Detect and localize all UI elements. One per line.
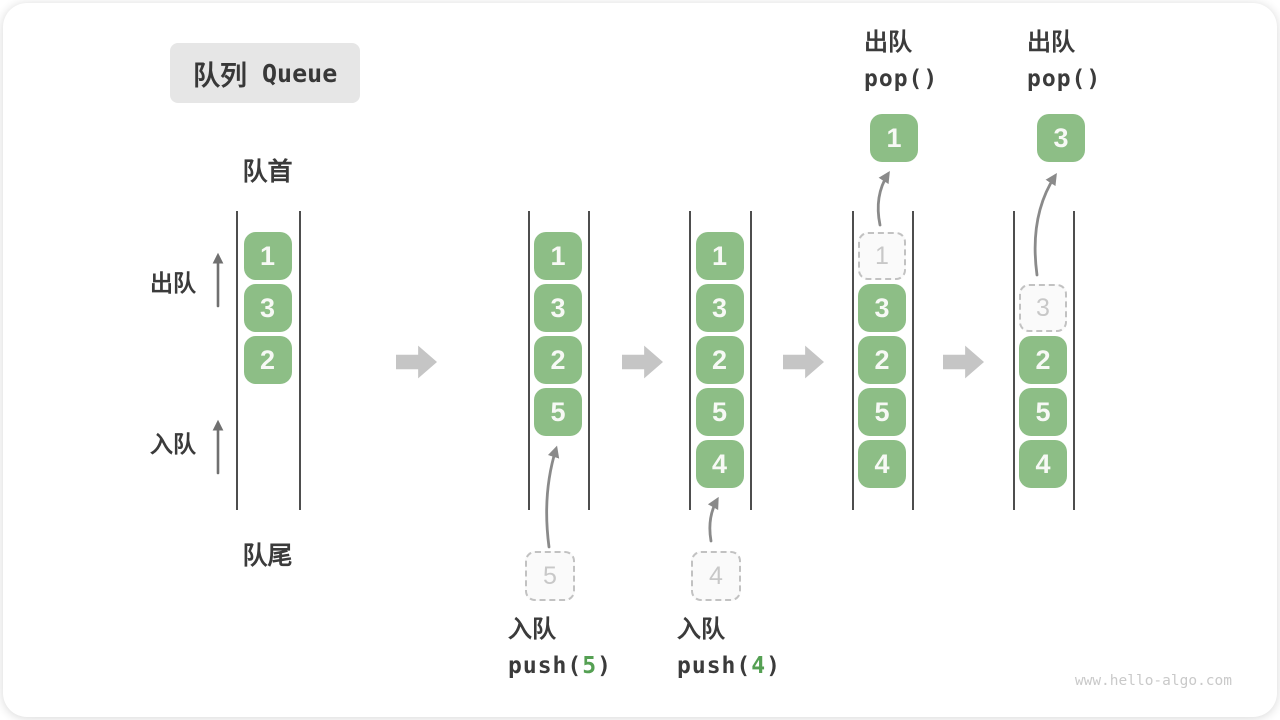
push-action-label: 入队 push(4): [677, 616, 781, 680]
dequeue-side-label: 出队: [150, 270, 196, 296]
pop-label-cn: 出队: [864, 29, 912, 56]
queue-rear-label: 队尾: [242, 542, 293, 570]
title-english: Queue: [262, 58, 338, 88]
push-code-post: ): [597, 653, 612, 679]
pop-label-code: pop(): [864, 66, 939, 92]
pop-action-label: 出队 pop(): [864, 29, 939, 93]
push-code-arg: 4: [751, 653, 767, 679]
push-code-post: ): [766, 653, 781, 679]
pop-label-code: pop(): [1027, 66, 1102, 92]
push-label-code: push(5): [508, 653, 612, 679]
push-label-code: push(4): [677, 653, 781, 679]
push-code-pre: push(: [508, 653, 583, 679]
push-label-cn: 入队: [508, 616, 556, 643]
watermark: www.hello-algo.com: [1074, 673, 1232, 689]
push-code-pre: push(: [677, 653, 752, 679]
diagram-title: 队列 Queue: [170, 43, 361, 103]
push-code-arg: 5: [582, 653, 598, 679]
queue-front-label: 队首: [242, 158, 293, 186]
push-label-cn: 入队: [677, 616, 725, 643]
pop-action-label: 出队 pop(): [1027, 29, 1102, 93]
enqueue-side-label: 入队: [150, 431, 196, 457]
title-chinese: 队列: [193, 60, 247, 91]
pop-label-cn: 出队: [1027, 29, 1075, 56]
push-action-label: 入队 push(5): [508, 616, 612, 680]
